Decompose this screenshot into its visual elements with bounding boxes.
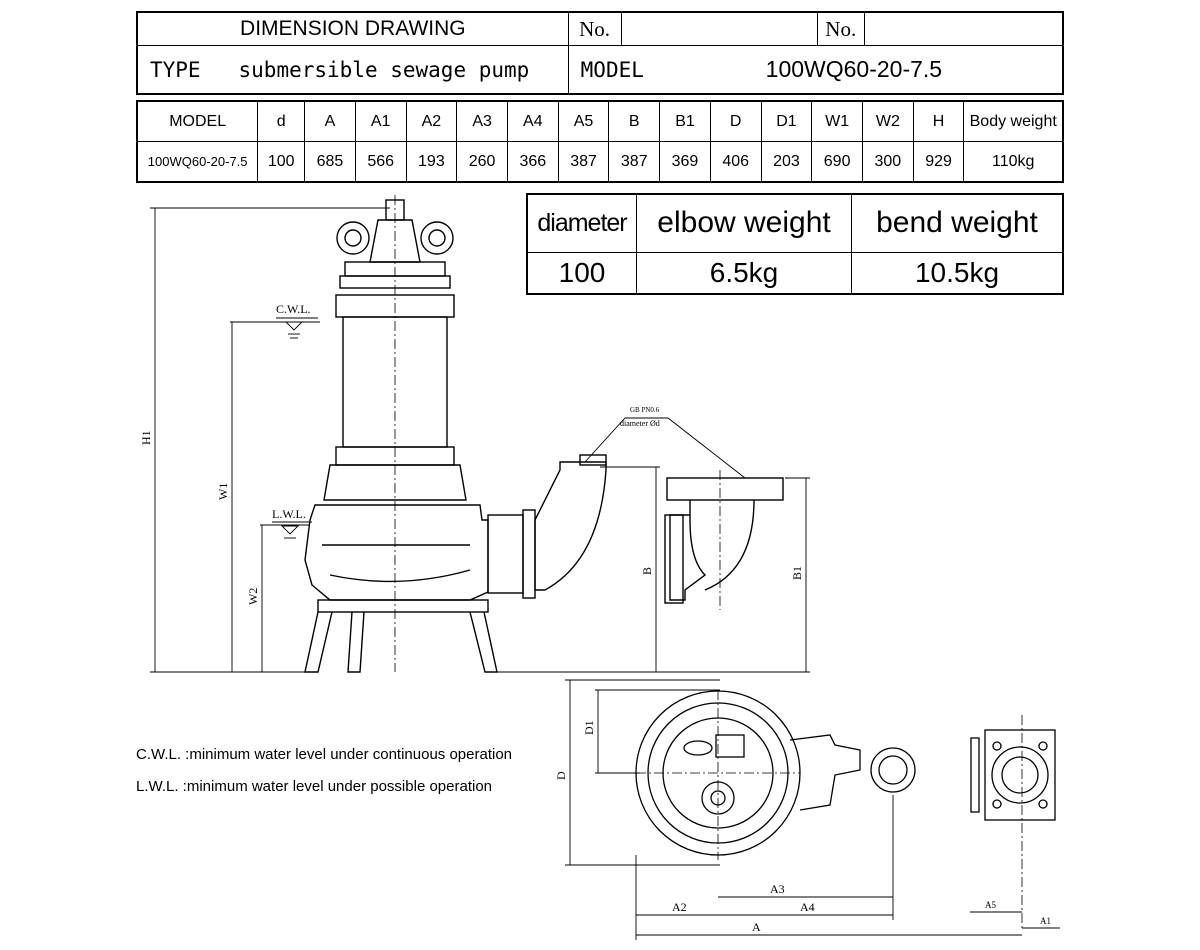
label-a5: A5 — [985, 900, 996, 910]
weight-table: diameter elbow weight bend weight 100 6.… — [526, 193, 1064, 295]
type-cell: TYPE submersible sewage pump — [136, 45, 569, 95]
label-b: B — [640, 567, 654, 575]
note-cwl: C.W.L. :minimum water level under contin… — [136, 746, 513, 763]
label-w1: W1 — [216, 483, 230, 500]
flange-bore-outer — [991, 746, 1049, 804]
cell-a1: 566 — [354, 141, 407, 183]
cell-bend-weight: 10.5kg — [851, 251, 1064, 295]
label-flange-std: GB PN0.6 — [630, 406, 660, 414]
plan-discharge-arm — [789, 734, 861, 811]
flange-edge — [970, 737, 980, 813]
side-dimension-lines — [150, 207, 810, 673]
lifting-eye-right — [420, 221, 454, 255]
cell-a: 685 — [304, 141, 356, 183]
label-w2: W2 — [246, 588, 260, 605]
elbow-top-flange — [579, 454, 607, 466]
cell-diameter: 100 — [526, 251, 637, 295]
type-value: submersible sewage pump — [238, 57, 530, 82]
label-a4: A4 — [800, 900, 815, 914]
no-label-1: No. — [567, 11, 622, 47]
plan-cable-gland — [683, 740, 713, 756]
col-d: d — [257, 100, 306, 142]
model-label: MODEL — [580, 57, 644, 82]
col-a3: A3 — [456, 100, 508, 142]
leg-mid — [347, 611, 365, 673]
elbow-detail-side-flange — [664, 514, 684, 604]
label-d1: D1 — [582, 720, 596, 735]
col-body-weight: Body weight — [963, 100, 1064, 142]
lifting-eye-left-hole — [344, 229, 362, 247]
cell-a4: 366 — [506, 141, 559, 183]
elbow-detail-pipe — [704, 499, 755, 591]
weight-header-row: diameter elbow weight bend weight — [526, 193, 1064, 253]
drawing-labels: C.W.L. L.W.L. H1 W1 W2 B B1 D D1 A3 A2 A… — [139, 302, 1051, 934]
flange-view — [970, 715, 1056, 930]
label-cwl: C.W.L. — [276, 302, 311, 316]
pump-base — [317, 599, 489, 613]
model-cell: MODEL 100WQ60-20-7.5 — [567, 45, 1064, 95]
side-elevation — [304, 195, 607, 673]
elbow-detail-flange — [666, 477, 784, 501]
no-label-2: No. — [816, 11, 865, 47]
col-w1: W1 — [811, 100, 863, 142]
flange-bore-inner — [1001, 756, 1039, 794]
plan-junction-box — [715, 734, 745, 758]
cell-d1: 203 — [760, 141, 813, 183]
plan-outlet-inner — [878, 755, 908, 785]
plan-outlet-outer — [870, 747, 916, 793]
outlet-flange-plate — [522, 509, 536, 599]
cell-a3: 260 — [456, 141, 508, 183]
cell-w2: 300 — [862, 141, 914, 183]
leg-right — [469, 611, 498, 673]
cell-body-weight: 110kg — [963, 141, 1064, 183]
dimension-table: MODEL d A A1 A2 A3 A4 A5 B B1 D D1 W1 W2… — [136, 100, 1064, 183]
type-label: TYPE — [150, 57, 201, 82]
label-flange-dia: diameter Ød — [620, 419, 660, 428]
weight-value-row: 100 6.5kg 10.5kg — [526, 251, 1064, 295]
label-d: D — [554, 771, 568, 780]
dimension-header-row: MODEL d A A1 A2 A3 A4 A5 B B1 D D1 W1 W2… — [136, 100, 1064, 142]
elbow-pipe — [534, 461, 607, 591]
col-a2: A2 — [405, 100, 458, 142]
cell-d-outer: 406 — [709, 141, 762, 183]
volute-casing — [304, 504, 489, 601]
col-d-outer: D — [709, 100, 762, 142]
lifting-eye-right-hole — [428, 229, 446, 247]
flange-face — [984, 729, 1056, 821]
cell-a2: 193 — [405, 141, 458, 183]
label-h1: H1 — [139, 430, 153, 445]
plan-view — [635, 690, 916, 860]
label-a1: A1 — [1040, 916, 1051, 926]
leg-left — [304, 611, 333, 673]
discharge-flange — [487, 514, 524, 594]
col-a4: A4 — [506, 100, 559, 142]
note-lwl: L.W.L. :minimum water level under possib… — [136, 778, 493, 795]
cell-model: 100WQ60-20-7.5 — [136, 141, 259, 183]
model-value: 100WQ60-20-7.5 — [765, 56, 943, 83]
label-a: A — [752, 920, 761, 934]
label-a2: A2 — [672, 900, 687, 914]
oil-chamber — [323, 464, 467, 501]
col-w2: W2 — [862, 100, 914, 142]
label-a3: A3 — [770, 882, 785, 896]
elbow-detail — [664, 470, 784, 610]
plan-dimension-lines — [565, 679, 1060, 940]
lifting-eye-left — [336, 221, 370, 255]
col-elbow-weight: elbow weight — [636, 193, 852, 253]
col-d1: D1 — [760, 100, 813, 142]
label-lwl: L.W.L. — [272, 507, 306, 521]
dimension-value-row: 100WQ60-20-7.5 100 685 566 193 260 366 3… — [136, 141, 1064, 183]
title-block: DIMENSION DRAWING No. No. TYPE submersib… — [136, 11, 1064, 95]
no-value-2 — [863, 11, 1064, 47]
col-a5: A5 — [557, 100, 610, 142]
cell-elbow-weight: 6.5kg — [636, 251, 852, 295]
label-b1: B1 — [790, 566, 804, 580]
cell-d: 100 — [257, 141, 306, 183]
cell-b: 387 — [608, 141, 661, 183]
cell-b1: 369 — [659, 141, 711, 183]
